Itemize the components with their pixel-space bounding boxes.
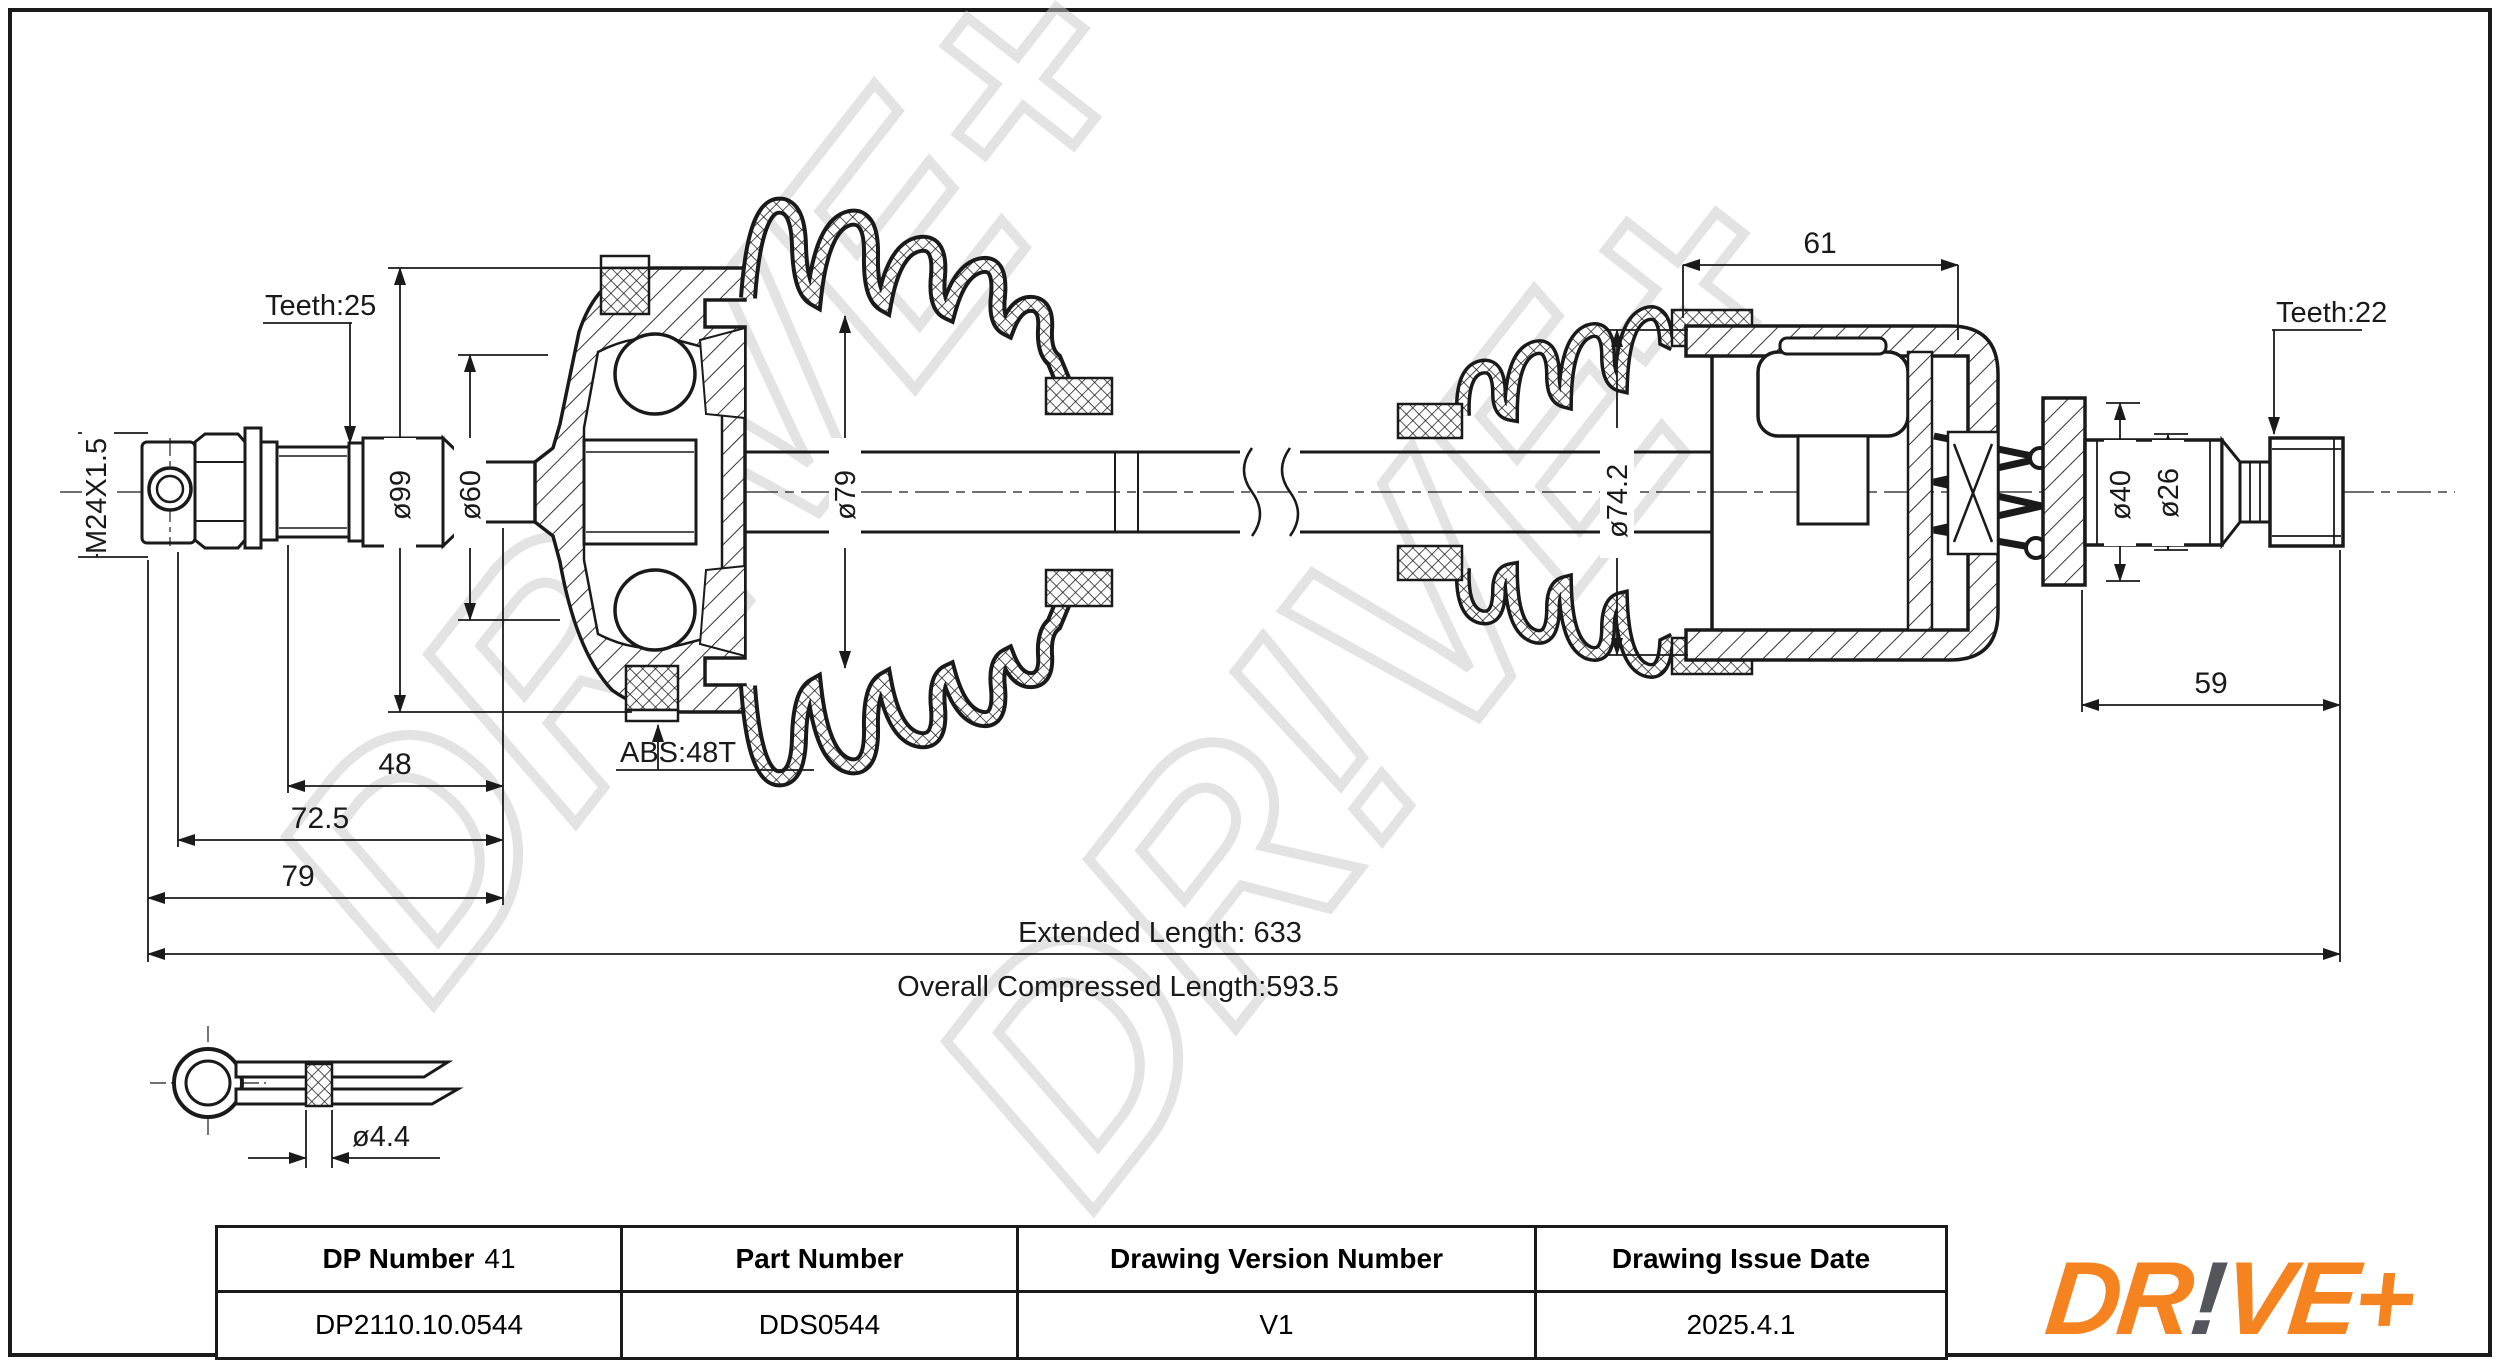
dp-number-header-label: DP Number <box>322 1243 475 1274</box>
boot-clamp-small <box>1044 376 1114 416</box>
abs-ring-bottom-cap <box>624 708 680 723</box>
dim-59: 59 <box>2194 667 2227 700</box>
abs-label: ABS:48T <box>620 737 736 769</box>
compressed-length-text: Overall Compressed Length:593.5 <box>897 971 1339 1003</box>
drawing-labels: M24X1.5 ø99 ø60 ø79 ø74.2 ø40 ø26 Teeth:… <box>81 227 2387 1003</box>
shaft-break-line <box>1280 447 1300 537</box>
cotter-pin-detail: ø4.4 <box>150 1026 464 1168</box>
thread-label: M24X1.5 <box>81 438 113 554</box>
pin-diameter-label: ø4.4 <box>352 1121 410 1153</box>
logo-text-ve-plus: VE+ <box>2217 1240 2418 1357</box>
inner-stub-shaft <box>2041 396 2345 587</box>
drawing-issue-date-value: 2025.4.1 <box>1686 1309 1796 1340</box>
dim-61: 61 <box>1803 227 1836 260</box>
dp-number-header-suffix: 41 <box>484 1243 516 1274</box>
cv-ball-upper <box>613 332 697 416</box>
drawing-version-header: Drawing Version Number <box>1019 1228 1537 1293</box>
drawing-version-value: V1 <box>1019 1293 1537 1357</box>
tripod-roller <box>1756 350 1910 438</box>
boot-clamp-small <box>1396 544 1464 582</box>
abs-ring-bottom <box>624 664 680 712</box>
tripod-trunnion <box>1796 434 1870 526</box>
teeth25-label: Teeth:25 <box>265 290 376 322</box>
dim-48: 48 <box>378 748 411 781</box>
dp-number-value: DP2110.10.0544 <box>218 1293 623 1357</box>
dia26-label: ø26 <box>2153 468 2185 518</box>
axle-shaft <box>745 447 1712 537</box>
title-block-table: DP Number 41 Part Number Drawing Version… <box>215 1225 1948 1360</box>
dia60-label: ø60 <box>455 470 487 520</box>
drive-plus-logo: DR ! VE+ <box>1982 1241 2476 1357</box>
part-number-header: Part Number <box>623 1228 1019 1293</box>
dia79-label: ø79 <box>830 470 862 520</box>
drawing-issue-date-header: Drawing Issue Date <box>1537 1228 1945 1293</box>
extended-length-text: Extended Length: 633 <box>1018 917 1302 949</box>
dim-79: 79 <box>281 860 314 893</box>
boot-clamp-small <box>1044 568 1114 608</box>
outer-cv-boot <box>739 196 1114 788</box>
label-masks <box>82 428 2184 558</box>
teeth22-label: Teeth:22 <box>2276 297 2387 329</box>
abs-ring-top-cap <box>599 254 651 270</box>
cv-ball-lower <box>613 568 697 652</box>
dia742-label: ø74.2 <box>1602 464 1634 538</box>
dia99-label: ø99 <box>385 470 417 520</box>
logo-text-dr: DR <box>2040 1240 2196 1357</box>
dim-72-5: 72.5 <box>291 802 349 835</box>
part-number-value: DDS0544 <box>623 1293 1019 1357</box>
dp-number-header: DP Number 41 <box>218 1228 623 1293</box>
dia40-label: ø40 <box>2105 470 2137 520</box>
inner-cv-joint-housing <box>1684 324 2052 662</box>
boot-clamp-small <box>1396 402 1464 440</box>
shaft-break-line <box>1242 447 1262 537</box>
outer-cv-joint-housing <box>533 254 747 723</box>
outer-stub-axle <box>140 426 537 550</box>
abs-ring-top <box>599 266 651 316</box>
